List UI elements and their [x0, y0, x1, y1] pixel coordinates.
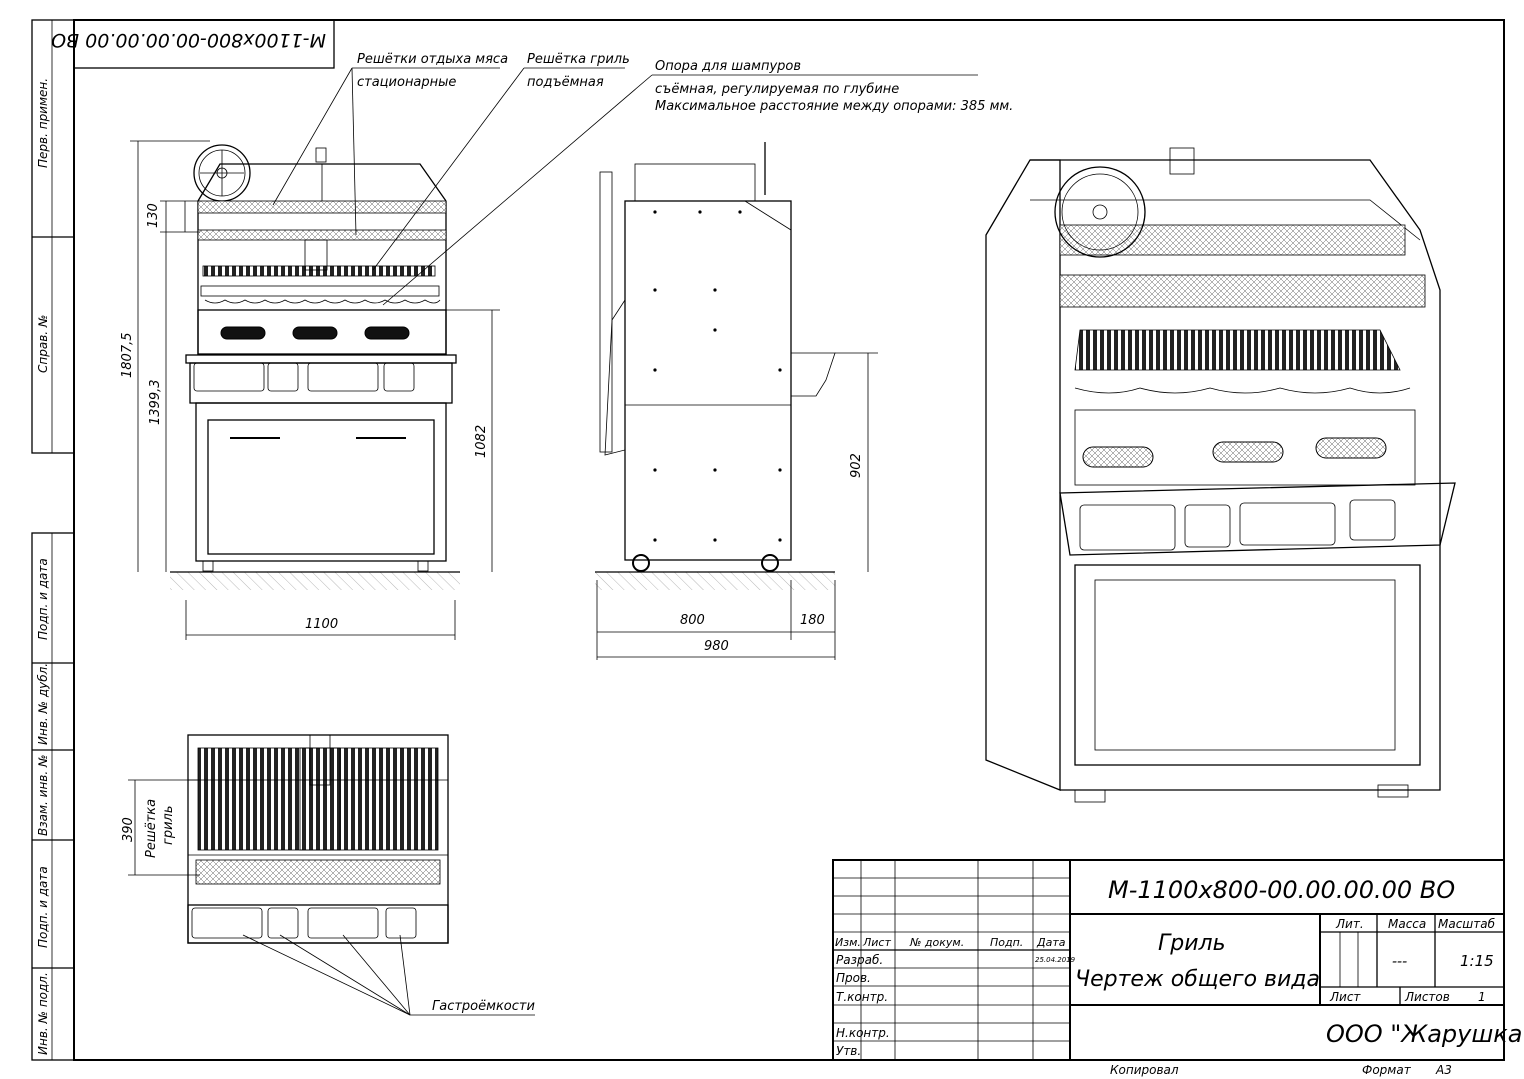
dim-depth-extra: 180	[800, 613, 825, 628]
company-name: ООО "Жарушка"	[1326, 1020, 1524, 1048]
stamp-date: Дата	[1036, 936, 1066, 949]
dim-height-mid: 1399,3	[148, 380, 163, 426]
mass-value: ---	[1392, 954, 1407, 970]
callout-skewer-1: Опора для шампуров	[655, 59, 801, 74]
lit-label: Лит.	[1335, 917, 1364, 931]
stamp-izm: Изм.	[835, 936, 861, 949]
title-code: М-1100х800-00.00.00.00 ВО	[1108, 876, 1455, 904]
left-margin-labels: Перв. примен. Справ. № Подп. и дата Инв.…	[36, 78, 50, 1055]
stamp-utv: Утв.	[836, 1044, 861, 1058]
stamp-razrab: Разраб.	[836, 953, 883, 967]
dim-depth: 800	[680, 613, 705, 628]
format-value: А3	[1435, 1063, 1452, 1077]
callout-rest-grates-2: стационарные	[357, 75, 456, 90]
callouts: Решётки отдыха мяса стационарные Решётка…	[272, 52, 1013, 306]
callout-skewer-2: съёмная, регулируемая по глубине	[655, 82, 899, 97]
rotated-code: М-1100х800-00.00.00.00 ВО	[51, 29, 326, 51]
isometric-view	[985, 147, 1456, 803]
sheet-label: Лист	[1329, 990, 1361, 1004]
callout-grill-grate-1: Решётка гриль	[527, 52, 630, 67]
stamp-sign: Подп.	[990, 936, 1023, 949]
front-view: 1100 1807,5 1399,3 130 1082	[120, 140, 500, 640]
dim-width-front: 1100	[305, 617, 338, 632]
copied-label: Копировал	[1110, 1063, 1179, 1077]
title-block: Изм. Лист № докум. Подп. Дата Разраб. 25…	[832, 859, 1524, 1061]
margin-podp-data-1: Подп. и дата	[36, 558, 50, 640]
title-line-2: Чертеж общего вида	[1075, 967, 1320, 992]
callout-skewer-3: Максимальное расстояние между опорами: 3…	[655, 99, 1013, 114]
mass-label: Масса	[1388, 917, 1426, 931]
margin-perv-primen: Перв. примен.	[36, 78, 50, 168]
stamp-nkontr: Н.контр.	[836, 1026, 890, 1040]
dim-top-view-depth: 390	[121, 817, 136, 842]
margin-podp-data-2: Подп. и дата	[36, 866, 50, 948]
bottom-row: Копировал Формат А3	[1110, 1063, 1452, 1077]
dim-height-right: 1082	[474, 425, 489, 458]
sheet-frame	[31, 19, 1505, 1061]
margin-vzam-inv: Взам. инв. №	[36, 755, 50, 836]
stamp-date-value: 25.04.2019	[1035, 956, 1076, 964]
sheets-label: Листов	[1404, 990, 1450, 1004]
title-line-1: Гриль	[1158, 931, 1226, 956]
top-view: 390 Решётка гриль Гастроёмкости	[121, 734, 535, 1016]
scale-value: 1:15	[1460, 952, 1494, 970]
margin-inv-dubl: Инв. № дубл.	[36, 663, 50, 745]
sheets-value: 1	[1478, 990, 1486, 1004]
scale-label: Масштаб	[1438, 917, 1496, 931]
dim-depth-total: 980	[704, 639, 729, 654]
callout-grill-grate-2: подъёмная	[527, 75, 604, 90]
callout-rest-grates-1: Решётки отдыха мяса	[357, 52, 508, 67]
stamp-list: Лист	[862, 936, 891, 949]
callout-grill-grate-top-1: Решётка	[144, 799, 159, 858]
callout-gastro: Гастроёмкости	[432, 999, 535, 1014]
stamp-tkontr: Т.контр.	[836, 990, 888, 1004]
rotated-code-stamp: М-1100х800-00.00.00.00 ВО	[51, 19, 335, 69]
side-view: 800 180 980 902	[595, 142, 878, 660]
stamp-prov: Пров.	[836, 971, 871, 985]
callout-grill-grate-top-2: гриль	[161, 805, 176, 845]
dim-gap-top: 130	[146, 203, 161, 228]
stamp-doc: № докум.	[909, 936, 964, 949]
margin-inv-podl: Инв. № подл.	[36, 972, 50, 1055]
format-label: Формат	[1362, 1063, 1412, 1077]
margin-sprav-no: Справ. №	[36, 315, 50, 373]
dim-side-height: 902	[849, 453, 864, 478]
dim-height-total: 1807,5	[120, 333, 135, 379]
